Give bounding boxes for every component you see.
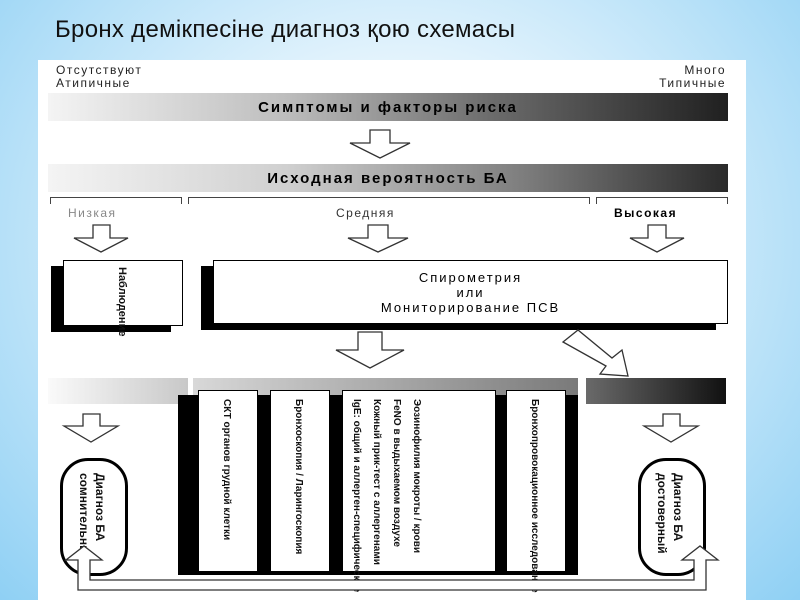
slide-title: Бронх демікпесіне диагноз қою схемасы xyxy=(55,16,516,43)
probability-bar: Исходная вероятность БА xyxy=(48,164,728,192)
test-card-allergy: IgE: общий и аллерген-специфические Кожн… xyxy=(342,390,496,592)
observation-label: Наблюдение xyxy=(116,267,128,337)
test-card-provocation: Бронхопровокационное исследование xyxy=(506,390,566,593)
arrow-down-icon xyxy=(61,413,121,443)
spirometry-line-2: или xyxy=(456,284,485,300)
symptoms-bar: Симптомы и факторы риска xyxy=(48,93,728,121)
diagnosis-doubtful-line-2: сомнительный xyxy=(77,473,91,563)
scale-left-bottom: Атипичные xyxy=(56,76,131,90)
result-bar-low xyxy=(48,378,188,404)
scale-right-bottom: Типичные xyxy=(659,76,726,90)
bracket-low xyxy=(50,197,182,204)
arrows-layer xyxy=(61,129,720,591)
spirometry-line-1: Спирометрия xyxy=(418,269,523,285)
arrow-down-icon xyxy=(347,224,409,253)
diagram-panel: Отсутствуют Атипичные Много Типичные Сим… xyxy=(38,60,746,600)
scale-right-label: Много Типичные xyxy=(659,64,726,90)
spirometry-box: Спирометрия или Мониторирование ПСВ xyxy=(213,260,728,324)
test-card-ct: СКТ органов грудной клетки xyxy=(198,390,258,572)
test-bronchoscopy: Бронхоскопия / Ларингоскопия xyxy=(293,399,304,555)
bidirectional-arrow-icon xyxy=(64,545,720,591)
spirometry-line-3: Мониторирование ПСВ xyxy=(380,299,561,315)
scale-left-label: Отсутствуют Атипичные xyxy=(56,64,142,90)
result-bar-high xyxy=(586,378,726,404)
test-ct: СКТ органов грудной клетки xyxy=(221,399,232,541)
test-feno: FeNO в выдыхаемом воздухе xyxy=(391,399,402,547)
arrow-down-icon xyxy=(335,331,405,369)
arrow-down-icon xyxy=(349,129,411,159)
test-ige: IgE: общий и аллерген-специфические xyxy=(351,399,362,593)
diagnosis-doubtful-line-1: Диагноз БА xyxy=(93,473,107,542)
test-prick: Кожный прик-тест с аллергенами xyxy=(371,399,382,565)
level-medium: Средняя xyxy=(336,206,395,220)
arrow-down-icon xyxy=(641,413,701,443)
test-card-bronchoscopy: Бронхоскопия / Ларингоскопия xyxy=(270,390,330,572)
arrow-diagonal-icon xyxy=(561,329,629,377)
scale-right-top: Много xyxy=(684,63,726,77)
level-high: Высокая xyxy=(614,206,678,220)
test-provocation: Бронхопровокационное исследование xyxy=(529,399,540,593)
observation-box: Наблюдение xyxy=(63,260,183,336)
diagnosis-confirmed-line-2: достоверный xyxy=(655,473,669,554)
diagnosis-confirmed-line-1: Диагноз БА xyxy=(671,473,685,542)
test-eosinophilia: Эозинофилия мокроты / крови xyxy=(411,399,422,554)
level-low: Низкая xyxy=(68,206,117,220)
arrow-down-icon xyxy=(629,224,685,253)
bracket-medium xyxy=(188,197,590,204)
bracket-high xyxy=(596,197,728,204)
scale-left-top: Отсутствуют xyxy=(56,63,143,77)
arrow-down-icon xyxy=(73,224,129,253)
